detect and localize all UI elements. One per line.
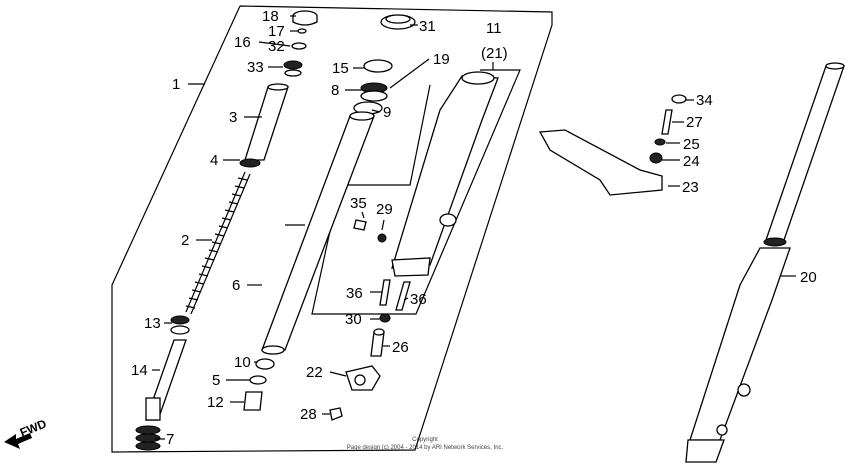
callout-25: 25 <box>683 136 700 153</box>
callout-7: 7 <box>166 431 174 448</box>
fork-spring-2 <box>185 171 251 315</box>
bolt-35 <box>353 219 367 231</box>
washer-30 <box>379 313 391 323</box>
stud-36b <box>395 281 411 311</box>
bolt-27 <box>661 109 673 135</box>
piston-ring-10 <box>255 358 275 370</box>
copyright-line-1: Copyright <box>412 437 438 443</box>
callout-labels: 1 2 3 4 5 6 7 8 9 10 11 (21) 12 13 14 15… <box>131 8 817 448</box>
callout-21: (21) <box>481 45 508 62</box>
callout-2: 2 <box>181 232 189 249</box>
callout-27: 27 <box>686 114 703 131</box>
callout-19: 19 <box>433 51 450 68</box>
callout-29: 29 <box>376 201 393 218</box>
callout-35: 35 <box>350 195 367 212</box>
callout-9: 9 <box>383 104 391 121</box>
assembly-outline-1 <box>111 5 553 453</box>
front-fork-assembly-20 <box>685 62 845 463</box>
circlip-32 <box>291 42 307 50</box>
callout-18: 18 <box>262 8 279 25</box>
callout-3: 3 <box>229 109 237 126</box>
fork-tube-6 <box>261 111 375 355</box>
callout-5: 5 <box>212 372 220 389</box>
callout-6: 6 <box>232 277 240 294</box>
oil-lock-piece-5 <box>249 375 267 385</box>
washer-25 <box>654 138 666 146</box>
callout-8: 8 <box>331 82 339 99</box>
callout-32: 32 <box>268 38 285 55</box>
copyright-line-2: Page design (c) 2004 - 2014 by ARI Netwo… <box>347 445 504 451</box>
o-ring-17 <box>297 28 307 34</box>
callout-28: 28 <box>300 406 317 423</box>
callout-31: 31 <box>419 18 436 35</box>
washer-33 <box>283 60 303 77</box>
damper-12 <box>243 391 263 411</box>
assembly-outline-11 <box>285 69 521 315</box>
seal-8 <box>360 82 388 102</box>
axle-holder-22 <box>345 365 381 391</box>
callout-36a: 36 <box>346 285 363 302</box>
callout-13: 13 <box>144 315 161 332</box>
fender-bracket-23 <box>538 129 663 196</box>
stud-36a <box>379 279 391 306</box>
callout-24: 24 <box>683 153 700 170</box>
fwd-label: FWD <box>18 416 49 439</box>
callout-17: 17 <box>268 23 285 40</box>
callout-10: 10 <box>234 354 251 371</box>
spacer-3 <box>244 83 289 161</box>
callout-22: 22 <box>306 364 323 381</box>
washer-13 <box>170 315 190 335</box>
spring-7 <box>135 425 161 451</box>
nut-24 <box>649 152 663 164</box>
callout-30: 30 <box>345 311 362 328</box>
callout-34: 34 <box>696 92 713 109</box>
callout-23: 23 <box>682 179 699 196</box>
fork-slider-21 <box>391 71 499 277</box>
callout-20: 20 <box>800 269 817 286</box>
rebound-spring-14 <box>145 339 187 421</box>
washer-4 <box>239 158 261 168</box>
callout-26: 26 <box>392 339 409 356</box>
bolt-26 <box>370 328 385 357</box>
copyright-notice: Copyright Page design (c) 2004 - 2014 by… <box>347 437 504 451</box>
bolt-34 <box>671 94 687 104</box>
oil-seal-15 <box>363 59 393 73</box>
leader-lines <box>152 15 796 440</box>
fwd-arrow: FWD <box>4 416 49 449</box>
callout-14: 14 <box>131 362 148 379</box>
callout-15: 15 <box>332 60 349 77</box>
oil-seal-31 <box>380 14 416 30</box>
nut-28 <box>329 407 343 421</box>
callout-16: 16 <box>234 34 251 51</box>
fork-cap-18 <box>292 10 318 26</box>
callout-36b: 36 <box>410 291 427 308</box>
callout-4: 4 <box>210 152 218 169</box>
callout-1: 1 <box>172 76 180 93</box>
callout-33: 33 <box>247 59 264 76</box>
nut-29 <box>377 233 387 243</box>
callout-12: 12 <box>207 394 224 411</box>
callout-11: 11 <box>486 20 502 37</box>
